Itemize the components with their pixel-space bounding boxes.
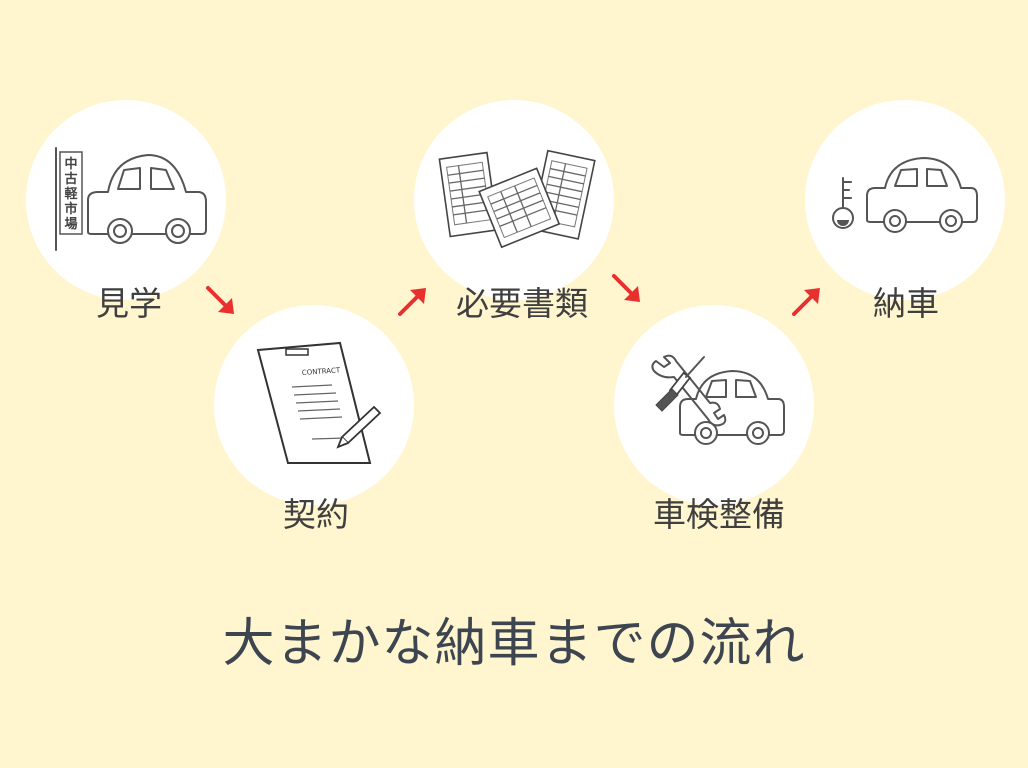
car-icon <box>87 154 207 244</box>
flag-char-1: 中 <box>64 156 77 172</box>
documents-illustration <box>438 149 596 249</box>
wrench-icon <box>651 354 727 427</box>
car-icon <box>679 370 785 445</box>
step-circle-viewing: 中 古 軽 市 場 <box>26 100 226 300</box>
step-label-inspection: 車検整備 <box>653 495 785 534</box>
flag-char-2: 古 <box>64 171 77 187</box>
car-lot-illustration: 中 古 軽 市 場 <box>55 147 207 251</box>
step-circle-inspection <box>614 305 814 505</box>
step-label-viewing: 見学 <box>96 284 162 323</box>
step-label-delivery: 納車 <box>873 284 939 323</box>
arrow-icon-2 <box>398 288 426 316</box>
flag-char-5: 場 <box>64 216 77 232</box>
step-label-documents: 必要書類 <box>456 284 588 323</box>
pen-icon <box>336 405 382 449</box>
flag-icon: 中 古 軽 市 場 <box>55 147 83 251</box>
screwdriver-icon <box>655 356 705 412</box>
step-label-contract: 契約 <box>283 495 349 534</box>
flag-char-4: 市 <box>64 201 77 217</box>
car-icon <box>866 157 978 233</box>
delivery-illustration <box>832 157 978 233</box>
maintenance-illustration <box>651 354 785 445</box>
flag-char-3: 軽 <box>64 186 78 202</box>
arrow-icon-1 <box>206 286 234 314</box>
key-icon <box>832 177 854 229</box>
step-circle-delivery <box>805 100 1005 300</box>
contract-illustration: CONTRACT <box>256 341 382 464</box>
step-circle-documents <box>414 100 614 300</box>
arrow-icon-4 <box>792 288 820 316</box>
contract-heading: CONTRACT <box>302 366 342 377</box>
contract-icon: CONTRACT <box>256 341 372 464</box>
step-circle-contract: CONTRACT <box>214 305 414 505</box>
arrow-icon-3 <box>612 274 640 302</box>
documents-icon <box>438 149 596 249</box>
diagram-title: 大まかな納車までの流れ <box>222 614 806 674</box>
